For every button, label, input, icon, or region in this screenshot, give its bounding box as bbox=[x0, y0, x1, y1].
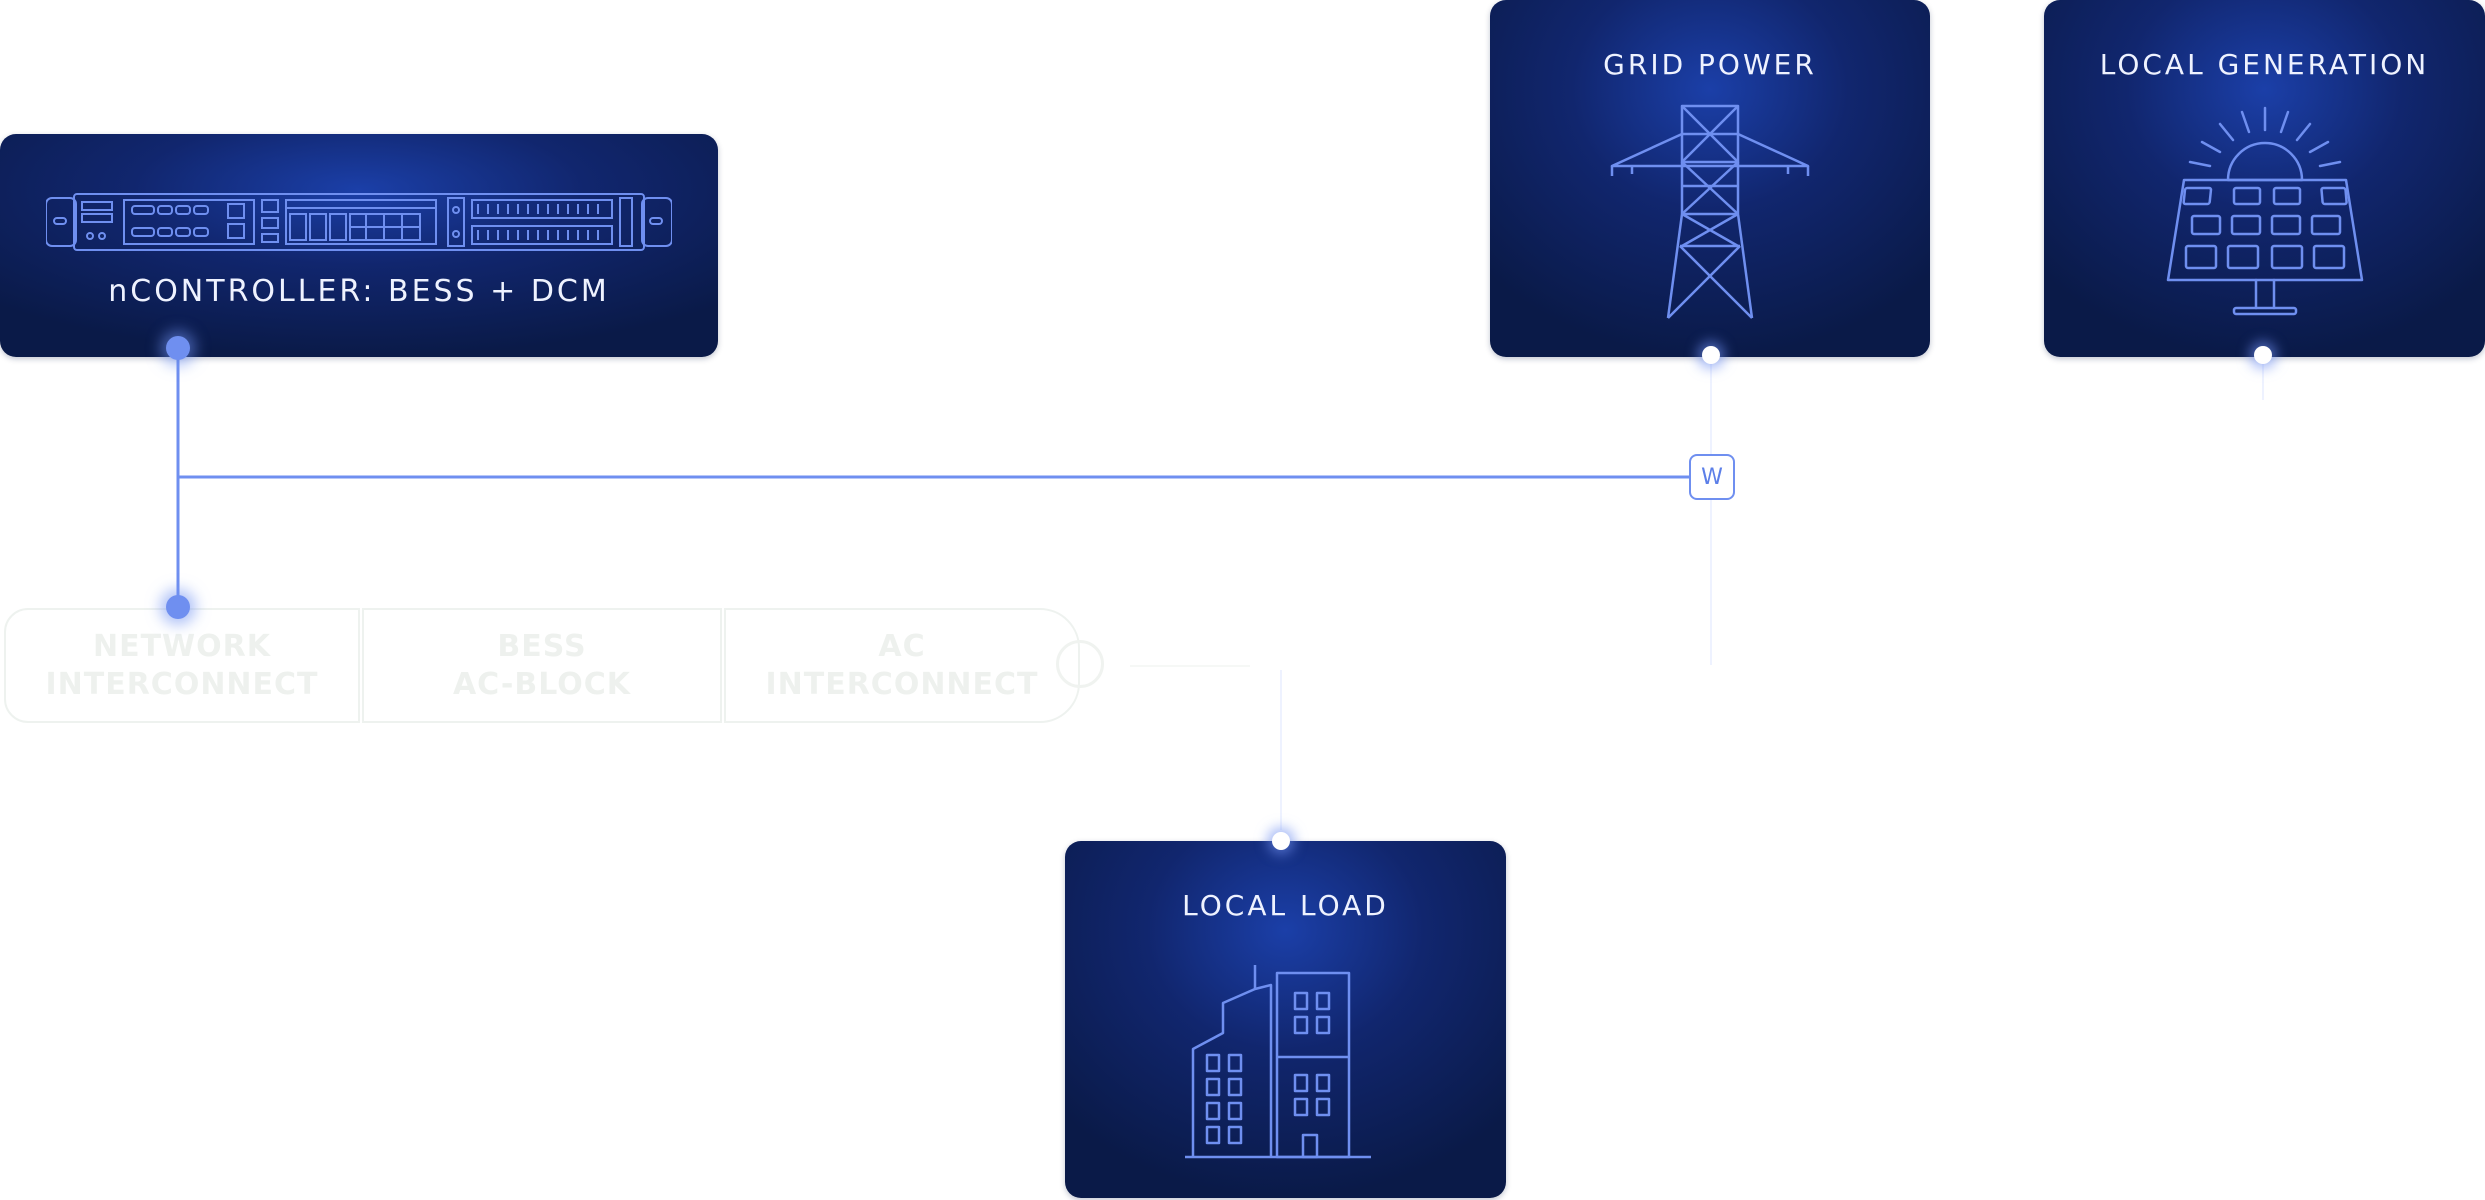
grid-port-dot bbox=[1702, 346, 1720, 364]
local-generation-title: LOCAL GENERATION bbox=[2099, 48, 2430, 81]
building-icon bbox=[1185, 965, 1371, 1159]
ncontroller-title: nCONTROLLER: BESS + DCM bbox=[108, 274, 610, 309]
generation-port-dot bbox=[2254, 346, 2272, 364]
solar-panel-icon bbox=[2166, 106, 2364, 316]
network-port-dot bbox=[166, 595, 190, 619]
local-load-title: LOCAL LOAD bbox=[1182, 889, 1389, 922]
controller-port-dot bbox=[166, 336, 190, 360]
load-port-dot bbox=[1272, 832, 1290, 850]
grid-power-title: GRID POWER bbox=[1603, 48, 1817, 81]
rack-server-icon bbox=[46, 193, 672, 251]
transmission-tower-icon bbox=[1610, 104, 1810, 319]
faded-connector-ring bbox=[1056, 640, 1104, 688]
ncontroller-card[interactable]: nCONTROLLER: BESS + DCM bbox=[0, 134, 718, 357]
local-load-card[interactable]: LOCAL LOAD bbox=[1065, 841, 1506, 1198]
grid-power-card[interactable]: GRID POWER bbox=[1490, 0, 1930, 357]
local-generation-card[interactable]: LOCAL GENERATION bbox=[2044, 0, 2485, 357]
meter-badge[interactable]: W bbox=[1689, 454, 1735, 500]
